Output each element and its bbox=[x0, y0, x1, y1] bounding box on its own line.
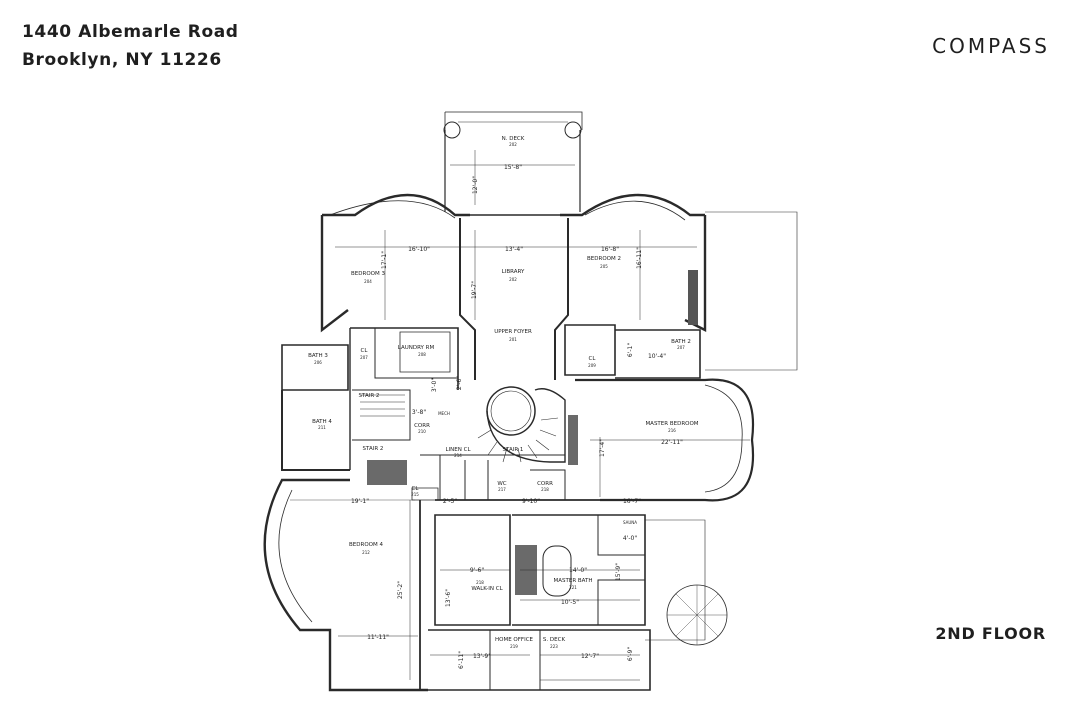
dim-master-bedroom-width-2: 16'-7" bbox=[623, 498, 641, 505]
room-stair-2: STAIR 2 bbox=[363, 446, 384, 452]
room-bath-3: BATH 3 bbox=[308, 353, 328, 359]
svg-text:215: 215 bbox=[411, 492, 419, 497]
dim-bedroom-3-height: 17'-1" bbox=[381, 251, 388, 269]
dim-bedroom-4-width: 19'-1" bbox=[351, 498, 369, 505]
room-walk-in-closet: WALK-IN CL bbox=[471, 586, 503, 592]
room-bath-4: BATH 4 bbox=[312, 419, 332, 425]
room-wc: WC bbox=[497, 481, 506, 487]
dim-s-deck-width: 12'-7" bbox=[581, 653, 599, 660]
compass-logo: COMPASS bbox=[932, 34, 1050, 58]
dim-bath-width: 14'-0" bbox=[569, 567, 587, 574]
svg-text:204: 204 bbox=[364, 279, 372, 284]
svg-text:221: 221 bbox=[569, 585, 577, 590]
svg-text:210: 210 bbox=[418, 429, 426, 434]
svg-text:218: 218 bbox=[476, 580, 484, 585]
dim-library-height: 19'-7" bbox=[471, 281, 478, 299]
dim-bath-width-2: 10'-5" bbox=[561, 599, 579, 606]
dim-corridor-width: 9'-10" bbox=[522, 498, 540, 505]
dim-deck-width: 15'-8" bbox=[504, 164, 522, 171]
room-closet-right: CL bbox=[589, 356, 597, 362]
dim-bedroom-4-height: 25'-2" bbox=[397, 581, 404, 599]
svg-text:202: 202 bbox=[509, 142, 517, 147]
dim-deck-height: 12'-0" bbox=[472, 176, 479, 194]
dim-stair-2-6: 2'-6" bbox=[456, 376, 463, 390]
address-line-1: 1440 Albemarle Road bbox=[22, 22, 239, 42]
room-n-deck: N. DECK bbox=[502, 136, 525, 142]
room-master-bath: MASTER BATH bbox=[553, 578, 592, 584]
room-s-deck: S. DECK bbox=[543, 637, 566, 643]
dim-walk-in-width: 9'-6" bbox=[470, 567, 484, 574]
room-closet-small: CL bbox=[412, 486, 420, 492]
dim-bedroom-4-width-2: 11'-11" bbox=[367, 634, 389, 641]
dim-walk-in-height: 13'-6" bbox=[445, 589, 452, 607]
dim-stair-width: 3'-8" bbox=[412, 409, 426, 416]
room-bedroom-2: BEDROOM 2 bbox=[587, 256, 621, 262]
svg-text:223: 223 bbox=[550, 644, 558, 649]
dim-master-bedroom-width: 22'-11" bbox=[661, 439, 683, 446]
svg-text:211: 211 bbox=[318, 425, 326, 430]
dim-sauna-width: 4'-0" bbox=[623, 535, 637, 542]
room-corridor-right: CORR bbox=[537, 481, 553, 487]
svg-text:212: 212 bbox=[362, 550, 370, 555]
room-linen-closet: LINEN CL bbox=[445, 447, 471, 453]
plan-linework bbox=[263, 111, 798, 692]
svg-text:214: 214 bbox=[454, 453, 462, 458]
svg-text:207: 207 bbox=[677, 345, 685, 350]
dim-library-width: 13'-4" bbox=[505, 246, 523, 253]
room-library: LIBRARY bbox=[502, 269, 525, 275]
room-laundry: LAUNDRY RM bbox=[398, 345, 435, 351]
room-corridor-left: CORR bbox=[414, 423, 430, 429]
room-labels: N. DECK 202 BEDROOM 3 204 LIBRARY 202 BE… bbox=[308, 136, 699, 649]
room-home-office: HOME OFFICE bbox=[495, 637, 534, 643]
svg-text:205: 205 bbox=[600, 264, 608, 269]
dim-closet-height: 6'-1" bbox=[627, 343, 634, 357]
room-mech: MECH bbox=[438, 411, 450, 416]
svg-text:206: 206 bbox=[314, 360, 322, 365]
dim-sauna-height: 15'-9" bbox=[615, 563, 622, 581]
floor-label: 2ND FLOOR bbox=[935, 624, 1046, 643]
room-upper-foyer: UPPER FOYER bbox=[494, 329, 532, 335]
svg-text:202: 202 bbox=[509, 277, 517, 282]
dim-s-deck-height: 6'-9" bbox=[627, 647, 634, 661]
dim-wc-width: 2'-5" bbox=[443, 498, 457, 505]
svg-text:208: 208 bbox=[418, 352, 426, 357]
svg-text:219: 219 bbox=[510, 644, 518, 649]
room-sauna: SAUNA bbox=[623, 520, 637, 525]
svg-text:217: 217 bbox=[498, 487, 506, 492]
dimension-labels: 15'-8" 12'-0" 16'-10" 13'-4" 16'-8" 17'-… bbox=[351, 164, 683, 669]
dim-master-bedroom-height: 17'-4" bbox=[599, 439, 606, 457]
room-closet-left: CL bbox=[361, 348, 369, 354]
svg-text:209: 209 bbox=[588, 363, 596, 368]
room-bath-2: BATH 2 bbox=[671, 339, 691, 345]
room-bedroom-4: BEDROOM 4 bbox=[349, 542, 383, 548]
room-stair-2-upper: STAIR 2 bbox=[359, 393, 380, 399]
svg-text:218: 218 bbox=[541, 487, 549, 492]
property-address: 1440 Albemarle Road Brooklyn, NY 11226 bbox=[22, 18, 239, 74]
dim-stair-3-0: 3'-0" bbox=[431, 378, 438, 392]
dim-bedroom-3-width: 16'-10" bbox=[408, 246, 430, 253]
dim-bedroom-2-height: 16'-11" bbox=[636, 247, 643, 269]
room-bedroom-3: BEDROOM 3 bbox=[351, 271, 385, 277]
room-master-bedroom: MASTER BEDROOM bbox=[645, 421, 698, 427]
svg-text:207: 207 bbox=[360, 355, 368, 360]
dim-office-height: 6'-11" bbox=[458, 651, 465, 669]
svg-text:201: 201 bbox=[509, 337, 517, 342]
dim-office-width: 13'-9" bbox=[473, 653, 491, 660]
address-line-2: Brooklyn, NY 11226 bbox=[22, 50, 222, 70]
dim-closet-width: 10'-4" bbox=[648, 353, 666, 360]
dim-bedroom-2-width: 16'-8" bbox=[601, 246, 619, 253]
room-stair-1: STAIR 1 bbox=[503, 447, 524, 453]
svg-text:216: 216 bbox=[668, 428, 676, 433]
